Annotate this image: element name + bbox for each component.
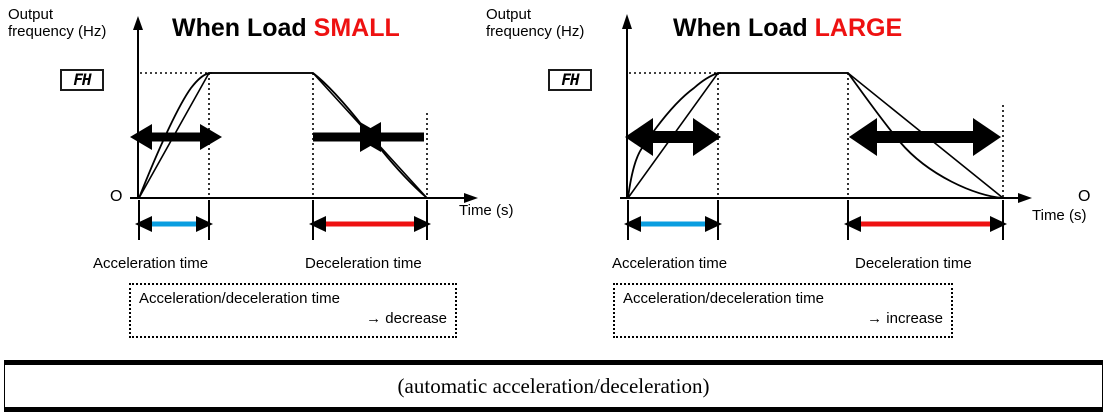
panel-title: When Load LARGE: [673, 14, 902, 43]
accel-span-arrow: [624, 216, 722, 232]
panel-title-main: When Load: [673, 14, 815, 42]
x-axis-label: Time (s): [1032, 207, 1087, 224]
decel-time-caption: Deceleration time: [305, 255, 422, 272]
fh-lcd-readout: FH: [548, 69, 592, 91]
compare-arrow-accel-outward: [625, 118, 721, 156]
compare-arrow-decel-inward: [313, 122, 424, 152]
x-axis-arrowhead: [464, 193, 478, 203]
panel-title-accent: SMALL: [313, 14, 400, 42]
origin-label: O: [1078, 188, 1091, 205]
note-line-1: Acceleration/deceleration time: [139, 290, 340, 307]
note-box: Acceleration/deceleration time → increas…: [613, 283, 953, 338]
footer-caption-text: (automatic acceleration/deceleration): [397, 373, 710, 398]
decel-span-arrow: [844, 216, 1007, 232]
x-axis-arrowhead: [1018, 193, 1032, 203]
panel-title: When Load SMALL: [172, 14, 400, 43]
decel-time-caption: Deceleration time: [855, 255, 972, 272]
x-axis-label: Time (s): [459, 202, 514, 219]
auto-accel-decel-curve: [138, 72, 428, 199]
panel-title-main: When Load: [172, 14, 314, 42]
note-box: Acceleration/deceleration time → decreas…: [129, 283, 457, 338]
y-axis-label: Output frequency (Hz): [8, 6, 107, 40]
note-line-2: → increase: [867, 310, 943, 327]
y-axis-arrowhead: [622, 14, 632, 29]
y-axis-label: Output frequency (Hz): [486, 6, 585, 40]
accel-time-caption: Acceleration time: [612, 255, 728, 272]
note-line-2: → decrease: [366, 310, 447, 327]
accel-time-caption: Acceleration time: [93, 255, 209, 272]
footer-caption-bar: (automatic acceleration/deceleration): [4, 360, 1103, 412]
panel-load-large: Output frequency (Hz) When Load LARGE FH…: [480, 0, 1109, 350]
origin-label: O: [110, 188, 123, 205]
compare-arrow-accel-inward: [130, 124, 222, 150]
accel-span-arrow: [135, 216, 213, 232]
note-line-1: Acceleration/deceleration time: [623, 290, 824, 307]
compare-arrow-decel-outward: [849, 118, 1001, 156]
panel-load-small: Output frequency (Hz) When Load SMALL FH…: [0, 0, 555, 350]
decel-span-arrow: [309, 216, 431, 232]
fh-lcd-readout: FH: [60, 69, 104, 91]
chart-canvas-large: [620, 14, 1032, 240]
y-axis-arrowhead: [133, 16, 143, 30]
chart-canvas-small: [130, 16, 478, 240]
panel-title-accent: LARGE: [814, 14, 903, 42]
